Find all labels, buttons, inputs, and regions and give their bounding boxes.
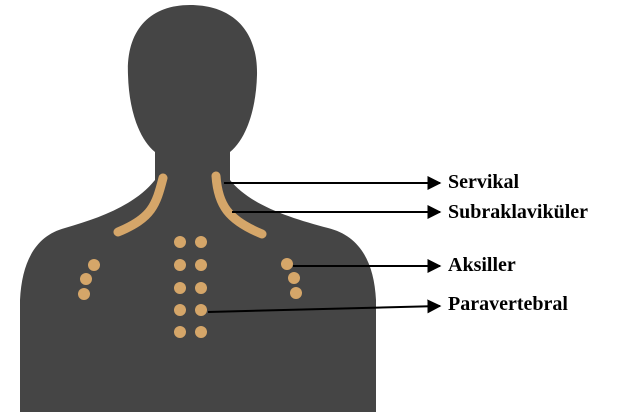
right-axillary-dot-1 — [281, 258, 293, 270]
paravertebral-dot — [174, 259, 186, 271]
left-axillary-dot-3 — [78, 288, 90, 300]
paravertebral-dot — [195, 236, 207, 248]
right-axillary-dot-3 — [290, 287, 302, 299]
paravertebral-dot — [174, 304, 186, 316]
paravertebral-dot — [195, 282, 207, 294]
label-paravertebral: Paravertebral — [448, 294, 568, 314]
left-axillary-dot-1 — [88, 259, 100, 271]
paravertebral-dot — [195, 304, 207, 316]
right-axillary-dot-2 — [288, 272, 300, 284]
paravertebral-dot — [174, 236, 186, 248]
label-subraklavikuler: Subraklaviküler — [448, 202, 588, 222]
paravertebral-dot — [195, 326, 207, 338]
head-neck-torso — [20, 5, 376, 412]
paravertebral-dot — [174, 282, 186, 294]
label-aksiller: Aksiller — [448, 255, 516, 275]
left-axillary-dot-2 — [80, 273, 92, 285]
body-silhouette — [20, 5, 376, 412]
paravertebral-dot — [174, 326, 186, 338]
paravertebral-dot — [195, 259, 207, 271]
label-servikal: Servikal — [448, 172, 519, 192]
